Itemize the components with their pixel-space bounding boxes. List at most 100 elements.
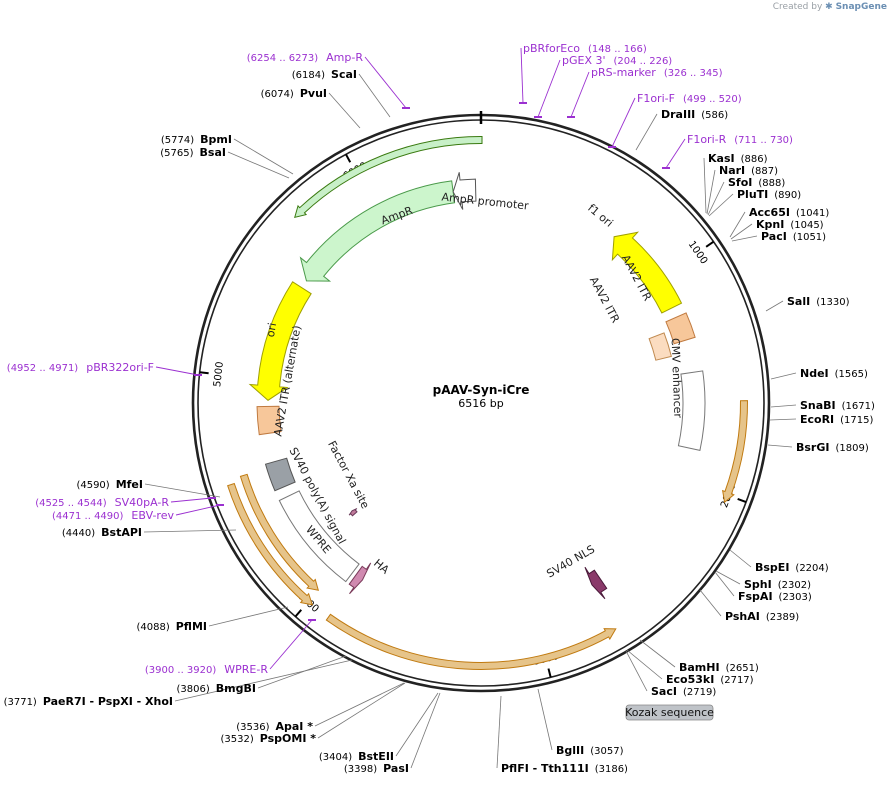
site-leader: [496, 695, 502, 769]
primer[interactable]: pRS-marker(326 .. 345): [591, 66, 723, 79]
primer-name: WPRE-R: [224, 663, 268, 676]
restriction-site[interactable]: EcoRI(1715): [800, 413, 874, 426]
feature-ampr[interactable]: [299, 180, 456, 282]
kozak-label: Kozak sequence: [625, 706, 714, 719]
site-leader: [706, 169, 716, 215]
feature-f1-ori[interactable]: [611, 231, 683, 314]
restriction-site[interactable]: BamHI(2651): [679, 661, 759, 674]
kozak-badge[interactable]: Kozak sequence: [625, 704, 714, 721]
restriction-site[interactable]: PluTI(890): [737, 188, 801, 201]
site-leader: [714, 571, 735, 597]
site-name: SphI: [744, 578, 772, 591]
feature-sv40-polya[interactable]: [264, 457, 296, 492]
restriction-site[interactable]: (5774)BpmI: [161, 133, 232, 146]
feature-aav2-itr-3[interactable]: [256, 405, 282, 436]
plasmid-name[interactable]: pAAV-Syn-iCre: [433, 383, 530, 397]
restriction-site[interactable]: (4590)MfeI: [76, 478, 143, 491]
feature-ampr-promoter[interactable]: [452, 172, 477, 210]
restriction-site[interactable]: (3806)BmgBI: [177, 682, 256, 695]
restriction-site[interactable]: KpnI(1045): [756, 218, 824, 231]
primer-leader: [665, 138, 686, 169]
restriction-site[interactable]: FspAI(2303): [738, 590, 812, 603]
restriction-site[interactable]: NarI(887): [719, 164, 778, 177]
primer[interactable]: pGEX 3'(204 .. 226): [562, 54, 672, 67]
site-leader: [730, 223, 753, 240]
restriction-site[interactable]: (6184)ScaI: [292, 68, 357, 81]
restriction-site[interactable]: (3398)PasI: [344, 762, 409, 775]
primer[interactable]: (6254 .. 6273)Amp-R: [247, 51, 364, 64]
feature-ha[interactable]: [348, 562, 372, 595]
feature-icre-3[interactable]: [239, 473, 320, 591]
site-leaders: [143, 73, 797, 769]
feature-factor-xa[interactable]: [348, 508, 358, 517]
restriction-site[interactable]: KasI(886): [708, 152, 768, 165]
restriction-site[interactable]: (3771)PaeR7I - PspXI - XhoI: [4, 695, 173, 708]
restriction-site[interactable]: PshAI(2389): [725, 610, 799, 623]
restriction-site[interactable]: (3536)ApaI *: [236, 720, 313, 733]
primer-name: F1ori-R: [687, 133, 727, 146]
restriction-site[interactable]: (4440)BstAPI: [62, 526, 142, 539]
restriction-site[interactable]: Acc65I(1041): [749, 206, 829, 219]
site-leader: [770, 404, 797, 408]
primer[interactable]: (4525 .. 4544)SV40pA-R: [35, 496, 169, 509]
site-name: Acc65I: [749, 206, 790, 219]
site-leader: [395, 692, 439, 757]
restriction-site[interactable]: PflFI - Tth111I(3186): [501, 762, 628, 775]
site-position: (3398): [344, 764, 377, 775]
site-name: NarI: [719, 164, 745, 177]
site-name: ScaI: [331, 68, 357, 81]
site-position: (3057): [590, 746, 623, 757]
site-position: (5774): [161, 135, 194, 146]
restriction-site[interactable]: (5765)BsaI: [160, 146, 226, 159]
primer[interactable]: F1ori-F(499 .. 520): [637, 92, 742, 105]
primer[interactable]: (4952 .. 4971)pBR322ori-F: [7, 361, 154, 374]
feature-ampr-outer[interactable]: [294, 136, 483, 218]
tick-label: 1000: [686, 239, 710, 266]
restriction-site[interactable]: NdeI(1565): [800, 367, 868, 380]
restriction-site[interactable]: (3532)PspOMI *: [220, 732, 316, 745]
restriction-site[interactable]: SphI(2302): [744, 578, 811, 591]
primer[interactable]: F1ori-R (711 .. 730): [687, 133, 793, 146]
restriction-site[interactable]: SfoI(888): [728, 176, 785, 189]
site-name: PspOMI *: [260, 732, 317, 745]
restriction-site[interactable]: BspEI(2204): [755, 561, 829, 574]
restriction-site[interactable]: BglII(3057): [556, 744, 624, 757]
restriction-site[interactable]: PacI(1051): [761, 230, 826, 243]
primer-range: (711 .. 730): [734, 135, 793, 146]
primer-range: (499 .. 520): [683, 94, 742, 105]
restriction-site[interactable]: (6074)PvuI: [261, 87, 327, 100]
restriction-site[interactable]: SacI(2719): [651, 685, 716, 698]
feature-aav2-itr-2[interactable]: [648, 332, 672, 361]
restriction-site[interactable]: SalI(1330): [787, 295, 850, 308]
feature-ori[interactable]: [248, 281, 312, 401]
site-name: SnaBI: [800, 399, 836, 412]
site-leader: [708, 193, 734, 217]
primer[interactable]: (4471 .. 4490)EBV-rev: [52, 509, 174, 522]
restriction-site[interactable]: SnaBI(1671): [800, 399, 875, 412]
feature-syn-track[interactable]: [721, 400, 748, 504]
restriction-site[interactable]: (3404)BstEII: [319, 750, 394, 763]
site-leader: [328, 92, 361, 129]
primer-leader: [611, 97, 636, 148]
restriction-site[interactable]: DraIII(586): [661, 108, 728, 121]
site-leader: [174, 659, 353, 702]
feature-icre-2[interactable]: [227, 482, 314, 606]
primer[interactable]: (3900 .. 3920) WPRE-R: [145, 663, 268, 676]
feature-icre-1[interactable]: [325, 613, 617, 670]
site-name: BstAPI: [101, 526, 142, 539]
feature-aav2-itr-1[interactable]: [665, 312, 696, 345]
primer[interactable]: pBRforEco(148 .. 166): [523, 42, 647, 55]
primer-name: pRS-marker: [591, 66, 656, 79]
primer-leader: [269, 619, 313, 670]
feature-wpre[interactable]: [278, 490, 360, 583]
primer-leader: [170, 497, 213, 503]
feature-sv40-nls[interactable]: [584, 566, 608, 600]
site-name: NdeI: [800, 367, 829, 380]
site-position: (2719): [683, 687, 716, 698]
restriction-site[interactable]: BsrGI(1809): [796, 441, 869, 454]
restriction-site[interactable]: (4088)PflMI: [136, 620, 207, 633]
feature-cmv-enhancer[interactable]: [677, 370, 706, 451]
restriction-site[interactable]: Eco53kI(2717): [666, 673, 754, 686]
primer-range: (3900 .. 3920): [145, 665, 217, 676]
